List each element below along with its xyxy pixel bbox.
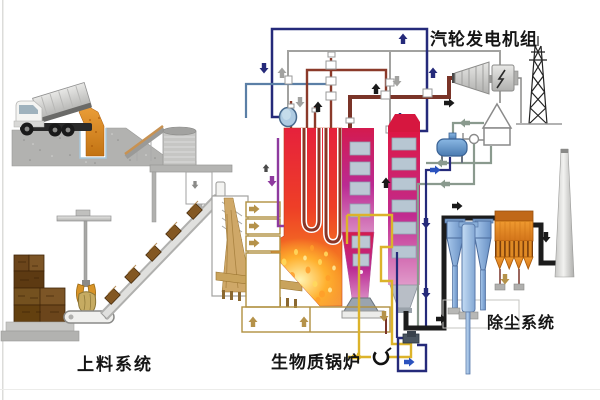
- air-pipes-yellow: [345, 213, 413, 359]
- flow-arrow-icon: [428, 67, 438, 78]
- superheater-piping: [289, 58, 388, 128]
- label-dust-removal-system: 除尘系统: [487, 315, 556, 332]
- cooling-tower: [481, 102, 513, 146]
- top-piping: [244, 27, 501, 148]
- flow-arrow-icon: [421, 288, 431, 299]
- air-loop-navy: [396, 336, 428, 373]
- bale-stack: [13, 254, 66, 323]
- biomass-boiler: [241, 114, 420, 333]
- flow-arrow-icon: [299, 316, 309, 327]
- main-steam-pipe: [348, 76, 454, 128]
- flow-arrow-icon: [295, 97, 305, 108]
- air-fan-loop: [345, 213, 428, 373]
- turbine-island: [452, 36, 562, 146]
- flow-arrow-icon: [259, 63, 269, 74]
- fuel-blocks: [104, 200, 203, 305]
- flow-arrow-icon: [436, 158, 447, 168]
- bale-pedestal: [0, 321, 80, 342]
- flow-arrow-icon: [439, 179, 450, 189]
- flow-arrow-icon: [452, 201, 463, 211]
- infeed-conveyor: [124, 124, 166, 161]
- flow-arrow-icon: [459, 118, 470, 128]
- flow-arrow-icon: [398, 33, 408, 44]
- feeding-system: [0, 82, 303, 342]
- deaerator-tank: [436, 132, 468, 163]
- label-turbine-generator-unit: 汽轮发电机组: [430, 30, 538, 49]
- ash-feeder: [341, 297, 385, 319]
- flow-arrow-icon: [262, 164, 270, 172]
- dump-bed: [32, 82, 93, 124]
- cab-window: [19, 105, 38, 114]
- transmission-tower: [516, 36, 562, 125]
- fan-icon: [372, 347, 392, 366]
- flow-arrow-icon: [248, 316, 258, 327]
- biomass-sack: [77, 291, 97, 312]
- lightning-icon: [496, 69, 506, 89]
- filter-bags: [496, 241, 532, 257]
- truck-wheels: [20, 122, 75, 137]
- discharge-box: [185, 171, 213, 205]
- flow-arrow-icon: [404, 357, 415, 367]
- dump-truck: [13, 82, 93, 137]
- flow-arrow-icon: [267, 176, 277, 187]
- steam-turbine: [454, 61, 490, 95]
- incline-conveyor: [100, 194, 222, 320]
- dust-removal-system: [403, 148, 575, 375]
- storage-silo: [149, 126, 233, 223]
- generator: [491, 64, 519, 92]
- feedwater-steel-pipe: [244, 82, 330, 118]
- label-feeding-system: 上料系统: [77, 355, 153, 374]
- flow-arrow-icon: [500, 274, 510, 285]
- chimney: [554, 148, 575, 278]
- label-biomass-boiler: 生物质锅炉: [271, 353, 361, 372]
- flow-arrow-icon: [421, 218, 431, 229]
- cyclone-separators: [444, 218, 494, 375]
- flow-arrow-icon: [444, 98, 455, 108]
- flow-arrow-icon: [371, 83, 381, 94]
- spill-texture: [89, 117, 100, 147]
- baghouse-filter: [494, 210, 534, 291]
- flow-arrow-icon: [430, 165, 441, 175]
- superheater-u-tubes: [301, 128, 343, 246]
- purple-air-pipe: [276, 138, 284, 228]
- rear-hopper: [389, 284, 419, 309]
- grab-crane: [56, 209, 112, 312]
